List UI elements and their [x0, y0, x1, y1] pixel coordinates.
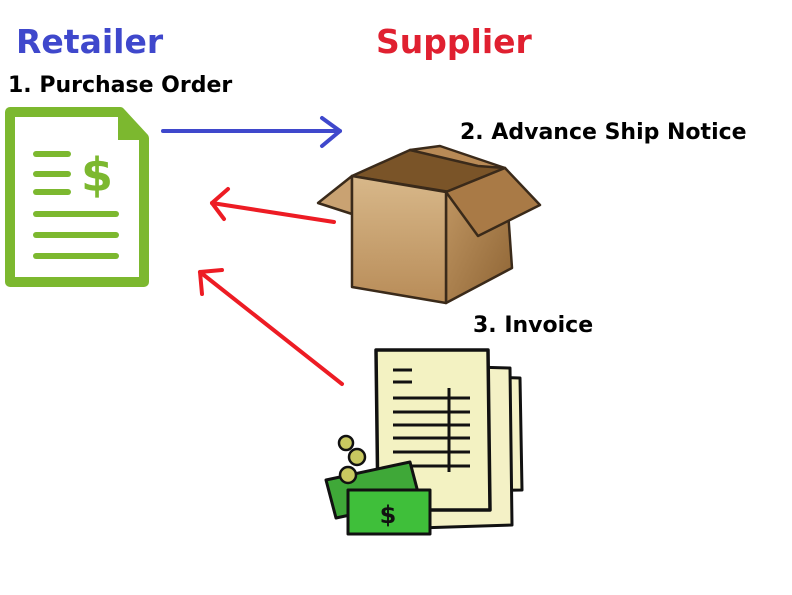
- retailer-heading: Retailer: [16, 22, 164, 61]
- supplier-heading: Supplier: [376, 22, 532, 61]
- svg-text:$: $: [81, 148, 113, 202]
- step-advance-ship-notice-label: 2. Advance Ship Notice: [460, 120, 747, 145]
- svg-text:$: $: [380, 501, 397, 529]
- document-dollar-icon: $: [5, 107, 149, 287]
- cardboard-box-icon: [316, 144, 542, 305]
- step-invoice-label: 3. Invoice: [473, 313, 594, 338]
- invoice-money-icon: $: [324, 348, 524, 536]
- step-purchase-order-label: 1. Purchase Order: [8, 73, 233, 98]
- arrow-invoice-to-retailer: [198, 268, 344, 386]
- arrow-to-supplier: [161, 116, 342, 148]
- arrow-ship-notice-to-retailer: [210, 187, 336, 224]
